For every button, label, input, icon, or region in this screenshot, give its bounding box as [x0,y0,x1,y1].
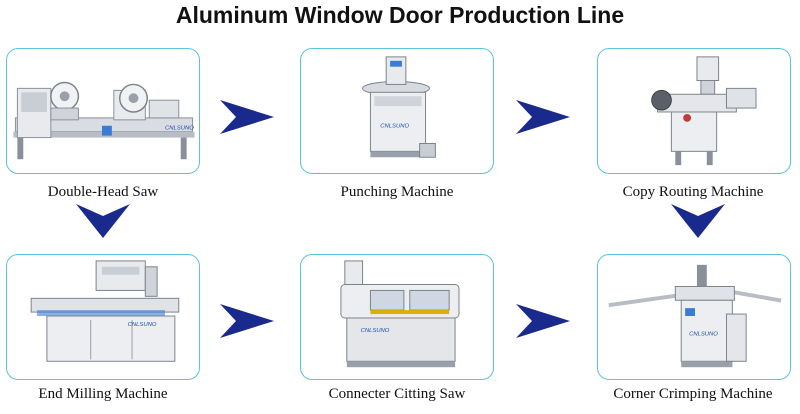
copy-routing-machine-icon [651,56,757,166]
brand-mark: CNLSUNO [689,332,718,338]
end-milling-machine-icon: CNLSUNO [30,260,180,362]
step-label-end-milling-machine: End Milling Machine [38,386,168,402]
diagram-title: Aluminum Window Door Production Line [175,2,625,28]
double-head-saw-icon: CNLSUNO [13,81,195,160]
arrow-right-1 [220,100,274,134]
step-card-end-milling-machine: CNLSUNO [6,254,200,380]
step-card-connector-cutting-saw: CNLSUNO [300,254,494,380]
step-label-copy-routing-machine: Copy Routing Machine [622,184,764,200]
arrow-down-right [671,204,725,238]
brand-mark: CNLSUNO [361,328,390,334]
brand-mark: CNLSUNO [128,322,157,328]
arrow-right-4 [516,304,570,338]
arrow-down-left [76,204,130,238]
arrow-right-3 [220,304,274,338]
corner-crimping-machine-icon: CNLSUNO [608,264,782,368]
step-label-connector-cutting-saw: Connecter Citting Saw [328,386,466,402]
punching-machine-icon: CNLSUNO [362,56,436,158]
arrow-right-2 [516,100,570,134]
step-card-corner-crimping-machine: CNLSUNO [597,254,791,380]
step-card-copy-routing-machine [597,48,791,174]
step-label-corner-crimping-machine: Corner Crimping Machine [613,386,773,402]
brand-mark: CNLSUNO [380,124,409,130]
step-card-punching-machine: CNLSUNO [300,48,494,174]
step-label-punching-machine: Punching Machine [340,184,454,200]
brand-mark: CNLSUNO [165,126,194,132]
step-card-double-head-saw: CNLSUNO [6,48,200,174]
step-label-double-head-saw: Double-Head Saw [47,184,159,200]
connector-cutting-saw-icon: CNLSUNO [340,260,460,368]
